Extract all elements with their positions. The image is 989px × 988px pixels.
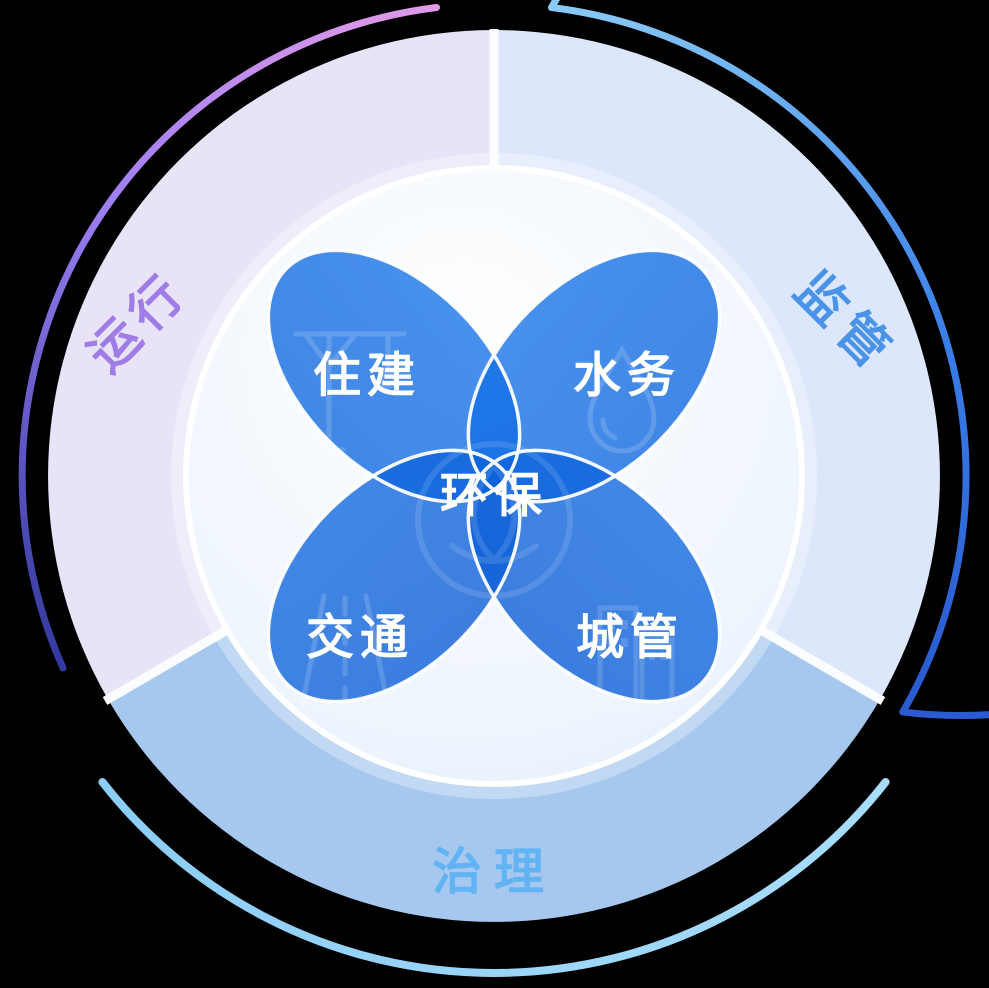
petal-water-outline: [466, 248, 722, 504]
arc-bottom-decoration: [98, 778, 890, 977]
petal-housing-outline: [266, 248, 522, 504]
petal-water[interactable]: [421, 203, 766, 548]
divider-lower-right: [751, 622, 886, 705]
arc-right-decoration-main: [548, 4, 970, 716]
petal-transport-outline: [266, 448, 522, 704]
sector-governance-label: 治理: [432, 844, 556, 900]
outer-decoration-arcs: [18, 0, 989, 977]
road-icon: [299, 593, 391, 709]
petal-housing-label: 住建: [313, 350, 421, 403]
inner-circle-halo: [171, 153, 817, 799]
petal-water-label: 水务: [573, 350, 681, 403]
petal-urban-label: 城管: [576, 612, 684, 665]
water-drop-icon: [587, 344, 657, 454]
arc-left-decoration: [18, 4, 440, 672]
petal-outlines: [266, 248, 722, 704]
divider-lower-left: [102, 622, 237, 705]
petal-urban[interactable]: [421, 403, 766, 748]
petal-urban-outline: [466, 448, 722, 704]
petal-transport[interactable]: [221, 403, 566, 748]
petal-fills: [221, 203, 766, 748]
petal-labels: 住建 水务 交通 城管 环保: [306, 350, 684, 665]
hub-label: 环保: [440, 470, 548, 523]
sector-dividers: [102, 29, 886, 705]
petal-transport-label: 交通: [306, 612, 414, 665]
petal-housing[interactable]: [221, 203, 566, 548]
crane-icon: [293, 331, 407, 453]
buildings-icon: [597, 605, 675, 711]
